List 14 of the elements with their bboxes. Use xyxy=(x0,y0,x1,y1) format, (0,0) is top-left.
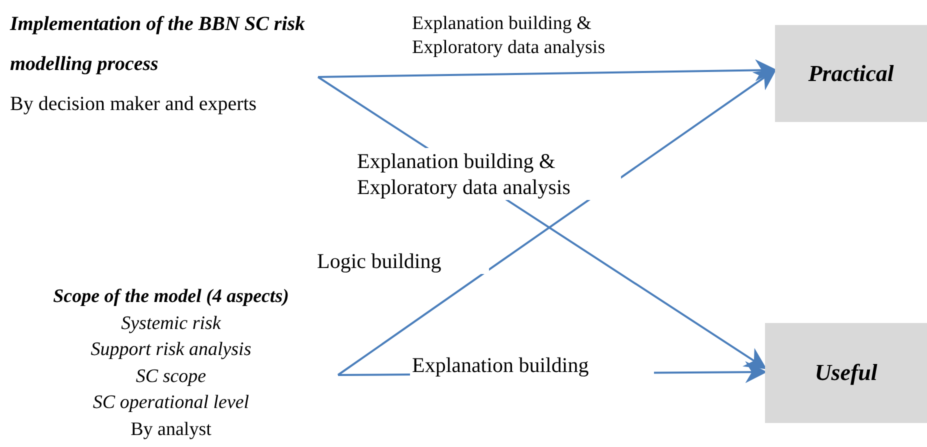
list-item: Systemic risk xyxy=(120,312,222,336)
category-label: Practical xyxy=(808,60,894,86)
list-item: Support risk analysis xyxy=(90,338,252,362)
list-item: SC scope xyxy=(134,364,208,388)
category-box xyxy=(775,25,927,122)
heading: Implementation of the BBN SC risk modelling process xyxy=(10,12,306,77)
category-label: Useful xyxy=(814,360,878,386)
edge-label: Explanation building & Exploratory data analysis xyxy=(355,148,621,200)
note: By analyst xyxy=(130,418,212,442)
category-box xyxy=(765,323,927,423)
note: By decision maker and experts xyxy=(10,92,258,117)
arrow xyxy=(318,59,778,82)
list-item: SC operational level xyxy=(92,391,250,415)
heading: Scope of the model (4 aspects) xyxy=(52,285,290,309)
